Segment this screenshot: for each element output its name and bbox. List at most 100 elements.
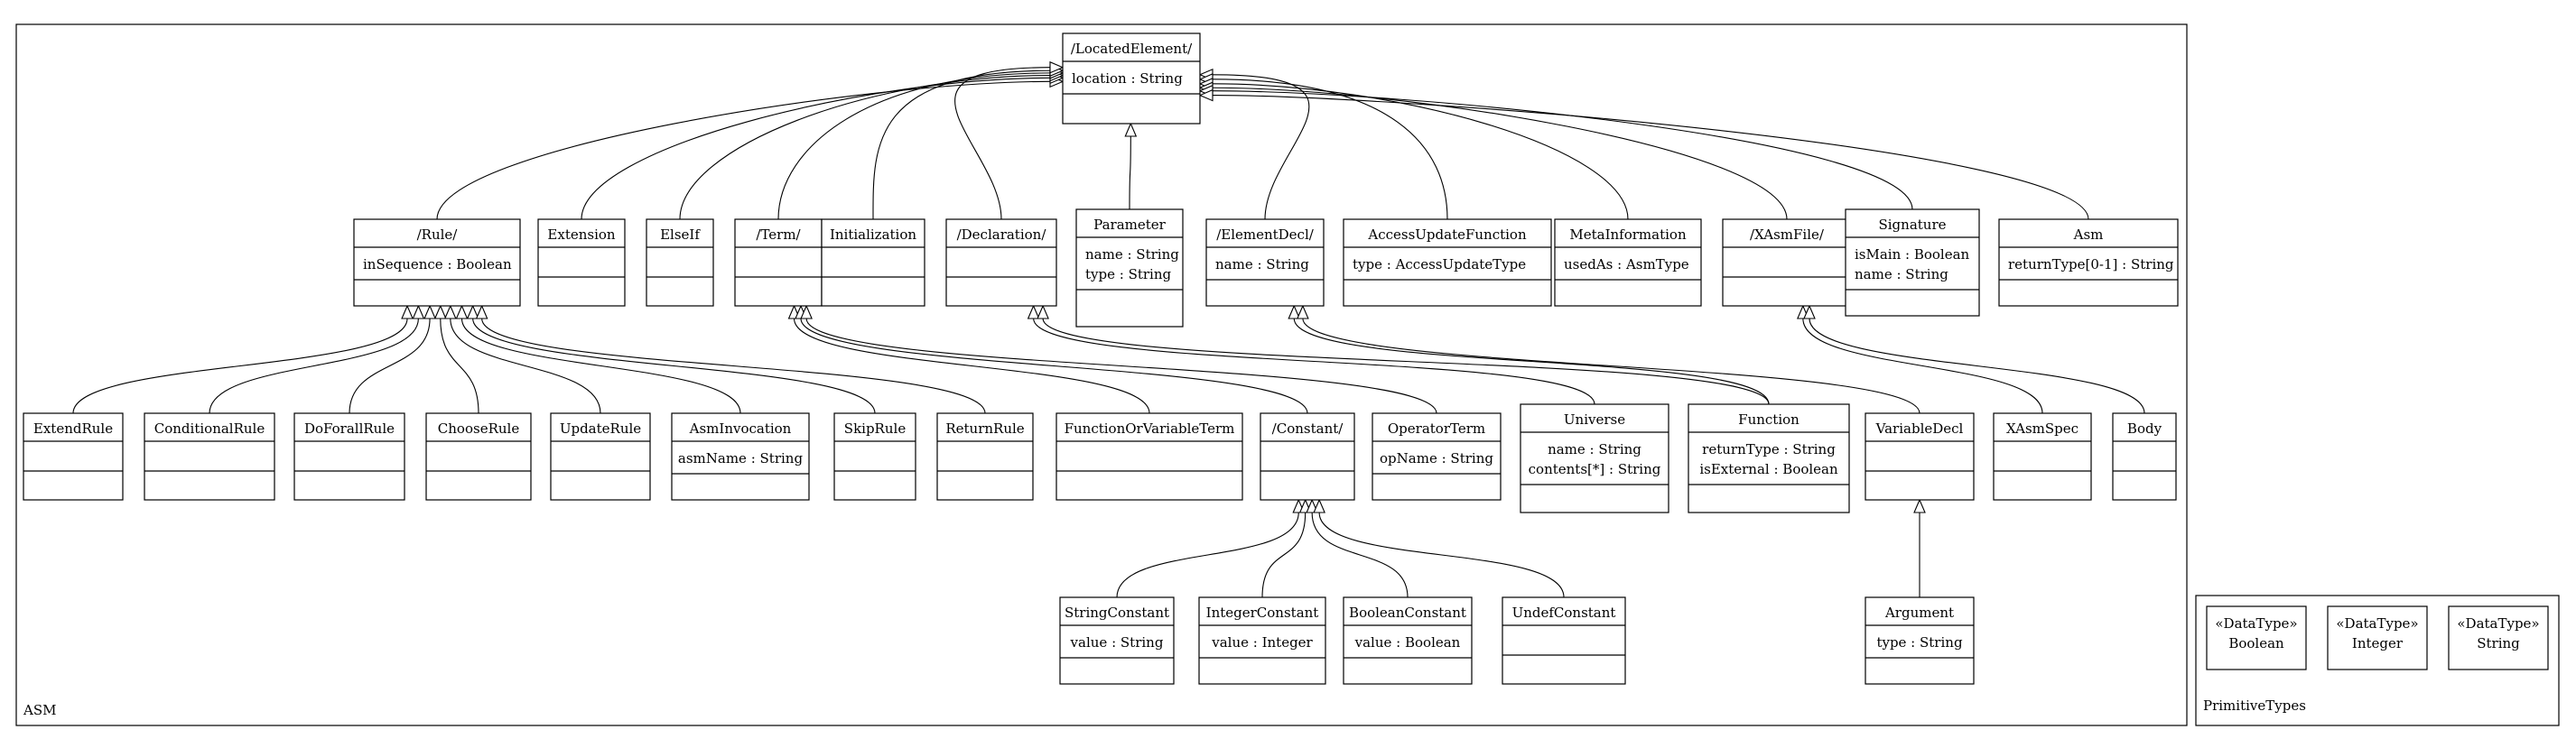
- class-variable-decl[interactable]: VariableDecl: [1865, 412, 1975, 501]
- class-function-attribute: returnType : String: [1702, 441, 1836, 457]
- generalization-line: [1809, 318, 2145, 414]
- class-element-decl[interactable]: /ElementDecl/name : String: [1205, 218, 1325, 307]
- class-asm-invocation-name: AsmInvocation: [689, 420, 792, 437]
- generalization-meta-information-to-located-element: [1198, 78, 1629, 220]
- class-function-frame: [1688, 403, 1850, 513]
- class-initialization[interactable]: Initialization: [821, 218, 925, 307]
- datatype-integer-frame: [2327, 605, 2428, 670]
- class-asm-invocation-frame: [671, 412, 810, 501]
- generalization-arrowhead: [412, 304, 425, 319]
- datatype-string[interactable]: «DataType»String: [2448, 605, 2549, 670]
- generalization-line: [1212, 95, 2089, 220]
- class-function-or-variable-term[interactable]: FunctionOrVariableTerm: [1056, 412, 1243, 501]
- class-x-asm-spec-frame: [1993, 412, 2092, 501]
- class-update-rule-frame: [550, 412, 651, 501]
- class-skip-rule[interactable]: SkipRule: [833, 412, 916, 501]
- generalization-arrowhead: [1037, 304, 1049, 319]
- datatype-boolean-stereotype: «DataType»: [2215, 615, 2297, 632]
- generalization-skip-rule-to-rule: [466, 304, 876, 414]
- datatype-integer[interactable]: «DataType»Integer: [2327, 605, 2428, 670]
- generalization-line: [1311, 512, 1409, 598]
- class-rule[interactable]: /Rule/inSequence : Boolean: [353, 218, 521, 307]
- class-undef-constant[interactable]: UndefConstant: [1502, 596, 1626, 685]
- generalization-line: [472, 318, 876, 414]
- class-element-decl-name: /ElementDecl/: [1216, 226, 1315, 243]
- class-constant[interactable]: /Constant/: [1260, 412, 1355, 501]
- class-return-rule[interactable]: ReturnRule: [936, 412, 1034, 501]
- datatype-boolean-name: Boolean: [2228, 635, 2284, 651]
- generalization-arrowhead: [401, 304, 414, 319]
- generalization-line: [450, 318, 601, 414]
- class-function-name: Function: [1738, 411, 1799, 428]
- class-update-rule[interactable]: UpdateRule: [550, 412, 651, 501]
- package-primitive-types-frame: [2195, 595, 2560, 726]
- class-variable-decl-frame: [1865, 412, 1975, 501]
- class-parameter-name: Parameter: [1093, 217, 1166, 233]
- generalization-line: [1116, 512, 1299, 598]
- generalization-function-to-element-decl: [1288, 304, 1770, 405]
- generalization-arrowhead: [475, 304, 488, 319]
- generalization-line: [800, 318, 1308, 414]
- class-string-constant[interactable]: StringConstant value : String: [1059, 596, 1175, 685]
- class-body[interactable]: Body: [2112, 412, 2177, 501]
- generalization-arrowhead: [1198, 88, 1214, 102]
- generalization-line: [954, 67, 1051, 220]
- class-conditional-rule[interactable]: ConditionalRule: [144, 412, 275, 501]
- class-x-asm-file[interactable]: /XAsmFile/: [1722, 218, 1852, 307]
- class-declaration[interactable]: /Declaration/: [945, 218, 1057, 307]
- class-extend-rule[interactable]: ExtendRule: [23, 412, 124, 501]
- class-conditional-rule-name: ConditionalRule: [154, 420, 265, 437]
- generalization-line: [1261, 512, 1307, 598]
- class-function[interactable]: Function returnType : String isExternal : …: [1688, 403, 1850, 513]
- class-string-constant-name: StringConstant: [1065, 605, 1169, 621]
- generalization-line: [1302, 318, 1920, 414]
- class-choose-rule[interactable]: ChooseRule: [425, 412, 532, 501]
- generalization-line: [872, 69, 1051, 220]
- package-primitive-types-label: PrimitiveTypes: [2203, 697, 2306, 714]
- class-element-decl-attribute: name : String: [1215, 256, 1309, 273]
- generalization-line: [460, 318, 741, 414]
- class-do-forall-rule[interactable]: DoForallRule: [293, 412, 405, 501]
- generalization-line: [1212, 83, 1629, 220]
- class-else-if[interactable]: ElseIf: [646, 218, 714, 307]
- class-located-element[interactable]: /LocatedElement/location : String: [1062, 32, 1201, 125]
- datatype-boolean[interactable]: «DataType» Boolean: [2206, 605, 2307, 670]
- generalization-line: [793, 318, 1150, 414]
- generalization-arrowhead: [1049, 60, 1065, 74]
- class-extend-rule-name: ExtendRule: [33, 420, 113, 437]
- class-extension[interactable]: Extension: [537, 218, 626, 307]
- class-term[interactable]: /Term/: [734, 218, 823, 307]
- class-initialization-name: Initialization: [830, 226, 916, 243]
- generalization-arrowhead: [1913, 498, 1926, 513]
- class-asm-attribute: returnType[0-1] : String: [2008, 256, 2174, 273]
- class-update-rule-name: UpdateRule: [560, 420, 641, 437]
- class-return-rule-name: ReturnRule: [945, 420, 1024, 437]
- generalization-asm-to-located-element: [1198, 88, 2089, 220]
- generalization-do-forall-rule-to-rule: [349, 304, 436, 414]
- class-string-constant-attribute: value : String: [1070, 634, 1164, 651]
- generalization-line: [1802, 318, 2043, 414]
- class-boolean-constant-frame: [1343, 596, 1473, 685]
- class-body-name: Body: [2127, 420, 2162, 437]
- class-variable-decl-name: VariableDecl: [1875, 420, 1964, 437]
- class-x-asm-spec[interactable]: XAsmSpec: [1993, 412, 2092, 501]
- class-universe-name: Universe: [1564, 411, 1625, 428]
- generalization-boolean-constant-to-constant: [1306, 498, 1409, 598]
- generalization-arrowhead: [1288, 304, 1301, 319]
- generalization-argument-to-variable-decl: [1913, 498, 1926, 597]
- class-choose-rule-name: ChooseRule: [438, 420, 520, 437]
- class-operator-term-attribute: opName : String: [1380, 450, 1493, 466]
- class-function-attribute: isExternal : Boolean: [1699, 461, 1838, 477]
